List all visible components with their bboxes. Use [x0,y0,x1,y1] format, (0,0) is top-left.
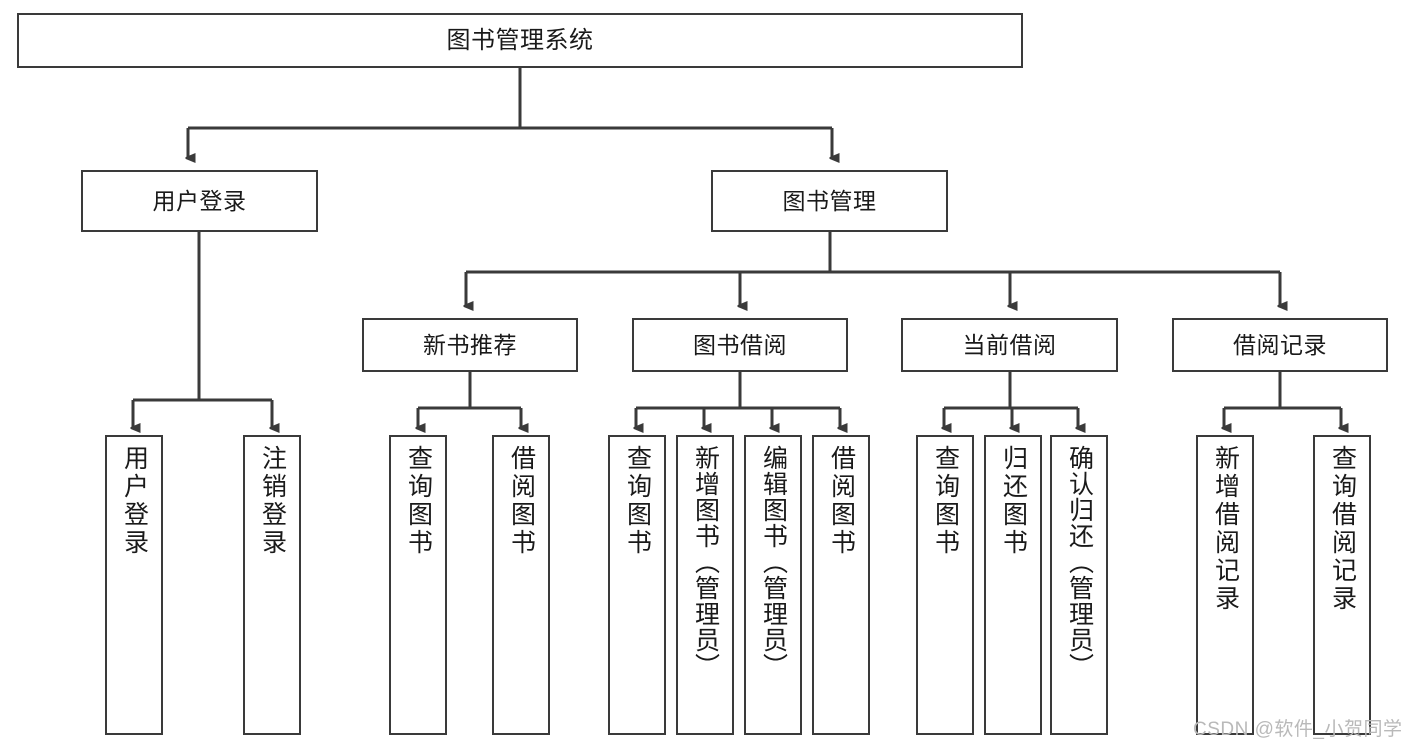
leaf-borrow-record-query-record[interactable]: 查询借阅记录 [1313,435,1371,735]
node-label: 新增借阅记录 [1211,445,1240,613]
leaf-current-borrow-confirm-return-admin[interactable]: 确认归还（管理员） [1050,435,1108,735]
node-label: 用户登录 [120,445,149,557]
node-label: 查询图书 [931,445,960,557]
node-user-login[interactable]: 用户登录 [81,170,318,232]
leaf-user-login-logout[interactable]: 注销登录 [243,435,301,735]
node-label: 当前借阅 [962,331,1057,358]
node-new-book-recommend[interactable]: 新书推荐 [362,318,578,372]
node-label: 归还图书 [999,445,1028,557]
node-label: 图书借阅 [693,331,787,358]
node-label: 借阅图书 [827,445,856,557]
node-label: 确认归还（管理员） [1065,445,1094,679]
node-label: 注销登录 [258,445,287,557]
node-label: 查询图书 [623,445,652,557]
leaf-current-borrow-query-book[interactable]: 查询图书 [916,435,974,735]
node-label: 新增图书（管理员） [691,445,720,679]
node-book-borrow[interactable]: 图书借阅 [632,318,848,372]
leaf-user-login-login[interactable]: 用户登录 [105,435,163,735]
node-label: 查询借阅记录 [1328,445,1357,613]
node-label: 用户登录 [152,187,247,214]
node-label: 新书推荐 [423,331,517,358]
leaf-book-borrow-edit-book-admin[interactable]: 编辑图书（管理员） [744,435,802,735]
node-current-borrow[interactable]: 当前借阅 [901,318,1118,372]
node-label: 借阅图书 [507,445,536,557]
leaf-book-borrow-query-book[interactable]: 查询图书 [608,435,666,735]
node-borrow-record[interactable]: 借阅记录 [1172,318,1388,372]
leaf-book-borrow-borrow-book[interactable]: 借阅图书 [812,435,870,735]
node-label: 图书管理 [782,187,877,214]
node-label: 查询图书 [404,445,433,557]
node-root-book-management-system[interactable]: 图书管理系统 [17,13,1023,68]
node-label: 图书管理系统 [446,26,594,54]
leaf-new-book-borrow-book[interactable]: 借阅图书 [492,435,550,735]
node-label: 编辑图书（管理员） [759,445,788,679]
leaf-new-book-query-book[interactable]: 查询图书 [389,435,447,735]
leaf-borrow-record-add-record[interactable]: 新增借阅记录 [1196,435,1254,735]
node-label: 借阅记录 [1233,331,1327,358]
leaf-book-borrow-add-book-admin[interactable]: 新增图书（管理员） [676,435,734,735]
leaf-current-borrow-return-book[interactable]: 归还图书 [984,435,1042,735]
watermark-text: CSDN @软件_小贺同学 [1193,719,1403,740]
node-book-management[interactable]: 图书管理 [711,170,948,232]
